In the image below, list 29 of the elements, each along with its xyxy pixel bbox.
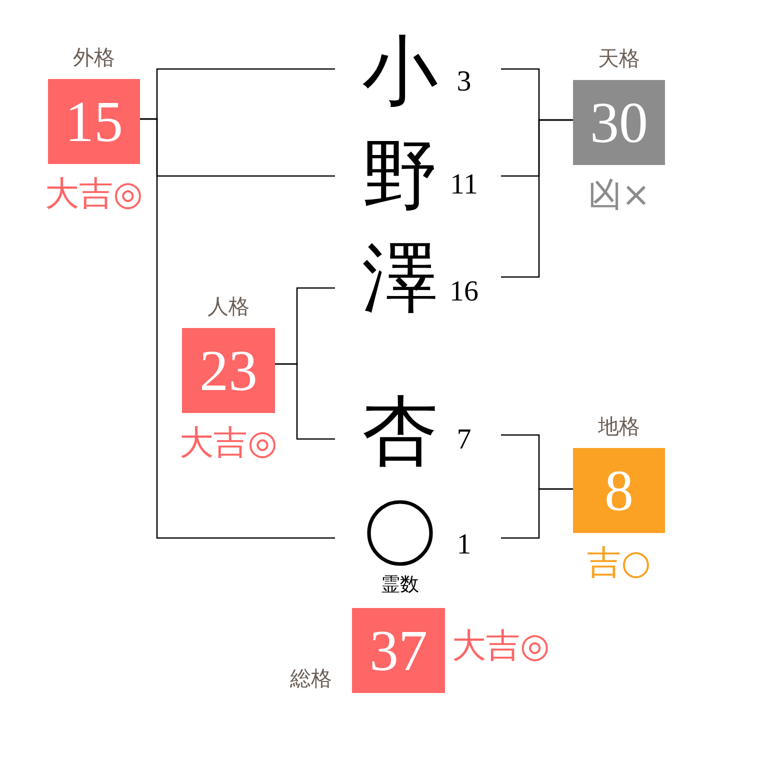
- stroke-count: 7: [456, 426, 472, 454]
- grade-heading: 外格: [73, 48, 115, 68]
- bracket-line: [140, 118, 335, 539]
- bracket-line: [501, 488, 573, 539]
- fortune-label: 凶×: [588, 178, 650, 212]
- grade-heading: 人格: [208, 296, 250, 318]
- name-character: 野: [362, 137, 438, 213]
- stroke-count: 1: [456, 530, 472, 560]
- grade-heading: 総格: [290, 668, 332, 690]
- name-character: 澤: [362, 240, 438, 316]
- score-box: 37: [352, 608, 445, 693]
- score-box: 23: [182, 328, 275, 413]
- score-box: 15: [48, 79, 140, 164]
- fortune-label: 大吉◎: [452, 628, 550, 662]
- name-character: 杏: [362, 393, 438, 469]
- score-box: 8: [573, 448, 665, 533]
- grade-heading: 天格: [598, 48, 640, 70]
- node-label: 霊数: [381, 576, 419, 594]
- fortune-label: 大吉◎: [45, 177, 143, 211]
- bracket-line: [275, 363, 335, 440]
- stroke-count: 11: [450, 170, 478, 200]
- stroke-count: 16: [450, 278, 478, 306]
- score-box: 30: [573, 80, 665, 165]
- fortune-label: 大吉◎: [180, 426, 278, 460]
- bracket-line: [501, 119, 573, 278]
- grade-heading: 地格: [598, 416, 640, 438]
- name-character: 小: [362, 33, 438, 109]
- stroke-count: 3: [456, 68, 472, 96]
- fortune-label: 吉○: [587, 546, 651, 580]
